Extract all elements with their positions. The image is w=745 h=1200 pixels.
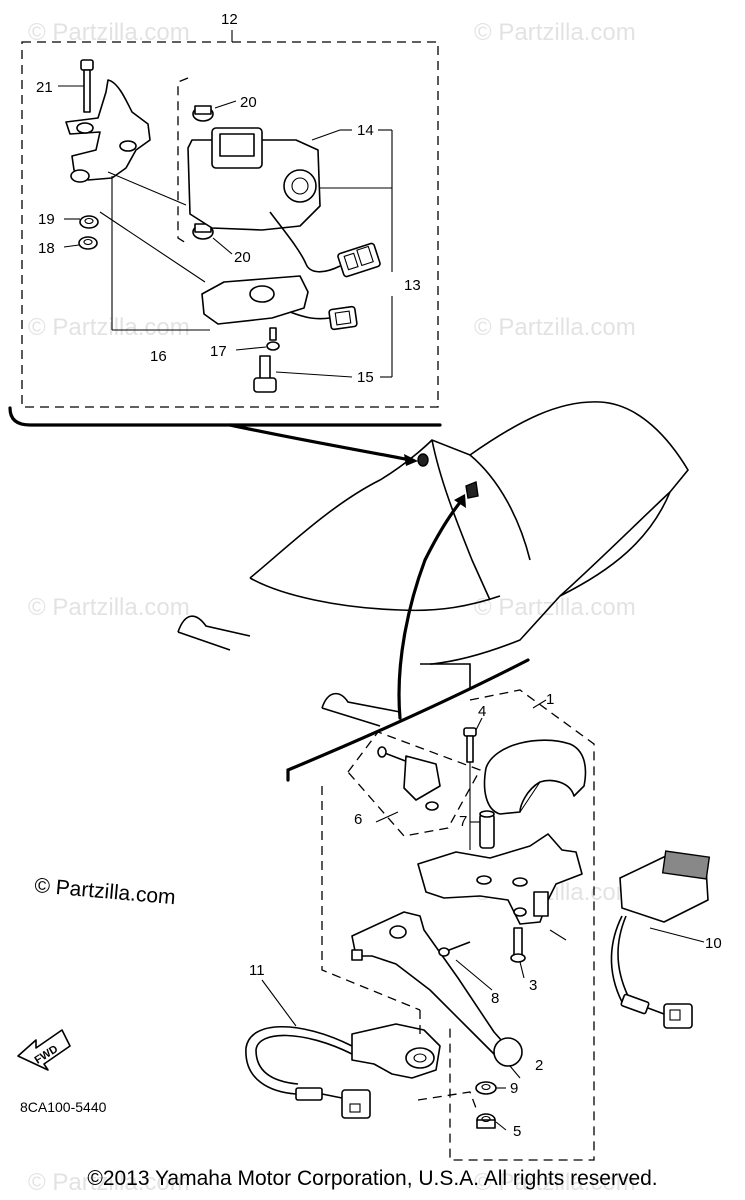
callout-15: 15 [357,369,374,386]
screw-8 [438,941,471,957]
dash-9-5 [417,1091,477,1109]
watermark: © Partzilla.com [28,594,190,621]
callout-2: 2 [535,1057,543,1074]
collar-7 [470,810,495,849]
callout-6: 6 [354,811,362,828]
brand-label: © Partzilla.com [34,874,177,909]
grommet-dash [177,77,189,244]
callout-21: 21 [36,79,53,96]
callout-13: 13 [404,277,421,294]
callout-4: 4 [478,703,486,720]
diagram-code: 8CA100-5440 [20,1099,107,1115]
screw-4 [463,727,477,850]
collar-19 [64,215,99,229]
lever-cover [483,739,587,815]
callout-7: 7 [459,813,467,830]
grommet-20-top [192,100,237,122]
watermark: © Partzilla.com [474,594,636,621]
callout-11: 11 [249,962,265,979]
watermark: © Partzilla.com [28,314,190,341]
callout-5: 5 [513,1123,521,1140]
callout-19: 19 [38,211,55,228]
bolt-3 [510,927,526,963]
bolt-15 [253,355,353,393]
callout-20-top: 20 [240,94,257,111]
control-unit-10 [610,850,711,1029]
harness-connector [305,242,381,278]
callout-10: 10 [705,935,722,952]
pointer-lines [228,423,530,782]
guide-lines [99,171,210,331]
watermark: © Partzilla.com [28,1169,190,1196]
nut-5 [476,1113,496,1129]
assembly-dash-left [321,786,421,1011]
watermarks: © Partzilla.com © Partzilla.com © Partzi… [28,19,636,1196]
bolt-21 [58,59,94,113]
callout-20-bottom: 20 [234,249,251,266]
callout-9: 9 [510,1080,518,1097]
callout-1: 1 [546,691,554,708]
mounting-bracket [65,79,151,183]
nut-18 [63,236,98,250]
housing-16 [201,275,358,331]
snowmobile-outline [177,401,689,727]
throttle-lever-2 [351,911,523,1067]
callout-17: 17 [210,343,227,360]
detail-box-12 [8,30,442,427]
throttle-switch-11 [245,1023,441,1119]
callout-14: 14 [357,122,374,139]
relay-unit-14 [187,127,321,265]
washer-9 [475,1081,497,1095]
watermark: © Partzilla.com [474,314,636,341]
callout-labels: 12 21 20 14 19 18 20 13 17 16 15 1 4 6 7… [36,11,722,1140]
callout-8: 8 [491,990,499,1007]
callout-18: 18 [38,240,55,257]
leader-lines [261,717,705,1131]
callout-bracket-13-14 [311,129,393,378]
assembly-dash-right [449,689,595,1161]
watermark: © Partzilla.com [474,19,636,46]
lever-assembly [245,689,711,1161]
callout-16: 16 [150,348,167,365]
copyright-notice: ©2013 Yamaha Motor Corporation, U.S.A. A… [87,1167,658,1190]
detail-separator [8,406,442,427]
fwd-arrow-icon: FWD [17,1029,71,1071]
callout-3: 3 [529,977,537,994]
watermark: © Partzilla.com [474,1169,636,1196]
hinge-block-6 [377,746,441,811]
lever-holder [417,833,583,925]
callout-12: 12 [221,11,238,28]
screw-17 [235,327,280,351]
